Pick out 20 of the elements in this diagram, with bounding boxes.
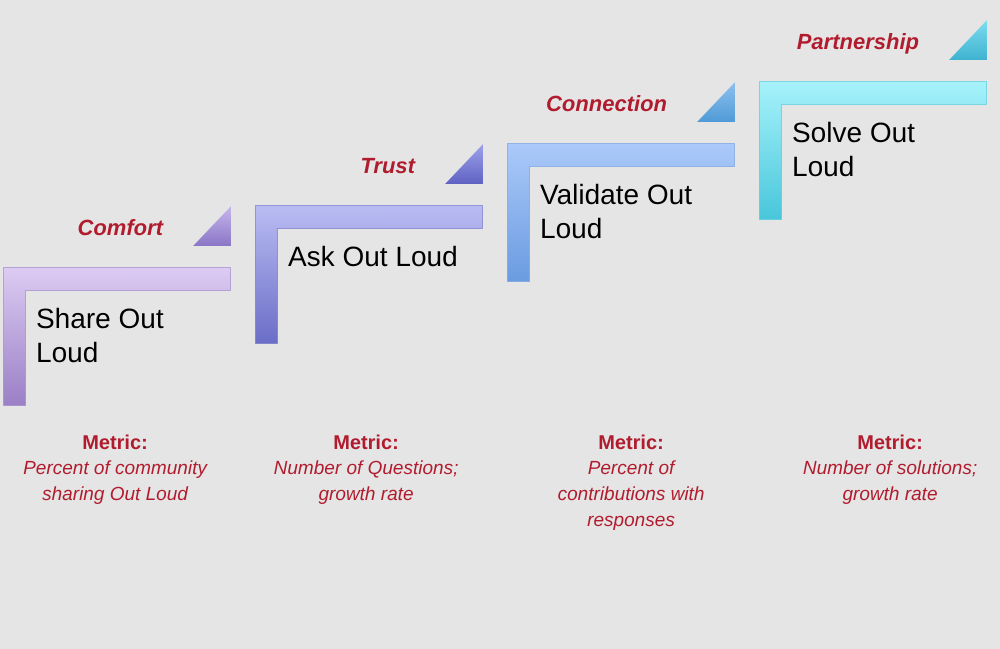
stair-step <box>507 82 735 282</box>
step-text: Share Out Loud <box>36 302 165 370</box>
metric-description: Number of Questions; growth rate <box>272 457 460 507</box>
metric-title: Metric: <box>598 431 664 456</box>
stair-step <box>3 206 231 406</box>
stair-step <box>255 144 483 344</box>
stair-step <box>759 20 987 220</box>
metric-description: Percent of contributions with responses <box>556 457 706 533</box>
stage-heading: Comfort <box>77 214 163 242</box>
metric-description: Percent of community sharing Out Loud <box>22 457 209 507</box>
stage-heading: Connection <box>546 90 667 118</box>
step-text: Ask Out Loud <box>288 240 459 274</box>
metric-description: Number of solutions; growth rate <box>802 457 978 507</box>
stage-heading: Trust <box>360 152 415 180</box>
metric-title: Metric: <box>857 431 923 456</box>
stage-heading: Partnership <box>796 28 919 56</box>
step-text: Solve Out Loud <box>792 116 916 184</box>
step-text: Validate Out Loud <box>540 178 694 246</box>
metric-title: Metric: <box>82 431 148 456</box>
metric-title: Metric: <box>333 431 399 456</box>
